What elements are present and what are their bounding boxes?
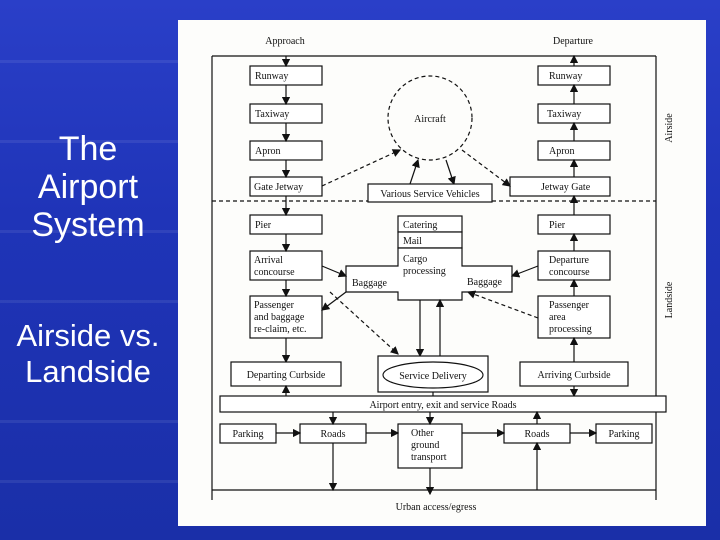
service-delivery-ellipse (382, 361, 484, 389)
title-line-1: The (58, 130, 118, 168)
roads-right-label: Roads (525, 429, 550, 440)
cargo-baggage-shape (345, 247, 513, 301)
airport-system-diagram: Approach Departure Airside Landside Runw… (178, 20, 706, 526)
diagram-svg: Approach Departure Airside Landside Runw… (211, 36, 675, 513)
service-delivery-label: Service Delivery (399, 371, 466, 382)
slide-title: The Airport System (0, 130, 176, 244)
arriving-curbside-label: Arriving Curbside (537, 370, 611, 381)
cargo-label-2: processing (403, 266, 446, 277)
approach-label: Approach (265, 36, 304, 47)
reclaim-box (249, 295, 323, 339)
departure-label: Departure (553, 36, 594, 47)
processing-to-baggage (466, 290, 539, 319)
reclaim-label-1: Passenger (254, 300, 295, 311)
arrival-label: Arrival (254, 255, 283, 266)
baggage-right-label: Baggage (467, 277, 503, 288)
right-pier-label: Pier (549, 220, 566, 231)
catering-label: Catering (403, 220, 437, 231)
subtitle-line-2: Landside (25, 354, 151, 389)
other-ground-label-3: transport (411, 452, 447, 463)
reclaim-label-2: and baggage (254, 312, 305, 323)
parking-right-label: Parking (608, 429, 639, 440)
service-vehicles-box (367, 183, 493, 203)
subtitle-line-1: Airside vs. (16, 318, 160, 353)
vehicles-to-aircraft (409, 158, 420, 185)
urban-label: Urban access/egress (396, 502, 477, 513)
left-apron-label: Apron (255, 146, 281, 157)
mail-label: Mail (403, 236, 422, 247)
roads-left-label: Roads (321, 429, 346, 440)
left-taxiway-label: Taxiway (255, 109, 289, 120)
aircraft-to-vehicles (445, 159, 456, 186)
right-runway-label: Runway (549, 71, 582, 82)
slide-subtitle: Airside vs. Landside (0, 318, 176, 390)
left-runway-label: Runway (255, 71, 288, 82)
reclaim-label-3: re-claim, etc. (254, 324, 306, 335)
jetway-to-aircraft (321, 149, 402, 187)
service-vehicles-label: Various Service Vehicles (380, 189, 479, 200)
departing-curbside-label: Departing Curbside (247, 370, 326, 381)
right-apron-label: Apron (549, 146, 575, 157)
roads-bar-label: Airport entry, exit and service Roads (369, 400, 516, 411)
arrival-to-baggage (321, 265, 348, 278)
departure-concourse-label: concourse (549, 267, 590, 278)
jetway-gate-label: Jetway Gate (541, 182, 591, 193)
left-pier-label: Pier (255, 220, 272, 231)
area-label-3: processing (549, 324, 592, 335)
area-label-2: area (549, 312, 566, 323)
landside-label: Landside (664, 281, 675, 318)
other-ground-label-1: Other (411, 428, 434, 439)
cargo-label-1: Cargo (403, 254, 427, 265)
arrival-concourse-box (249, 250, 323, 281)
roads-bar-box (219, 395, 667, 413)
right-taxiway-label: Taxiway (547, 109, 581, 120)
title-line-3: System (31, 206, 145, 244)
departure-c-label: Departure (549, 255, 590, 266)
aircraft-circle (387, 75, 473, 161)
airside-label: Airside (664, 113, 675, 143)
aircraft-label: Aircraft (414, 114, 446, 125)
gate-jetway-label: Gate Jetway (254, 182, 303, 193)
arrival-concourse-label: concourse (254, 267, 295, 278)
baggage-left-label: Baggage (352, 278, 388, 289)
parking-left-label: Parking (232, 429, 263, 440)
aircraft-to-jetway (461, 149, 511, 187)
baggage-to-reclaim (321, 291, 347, 311)
area-label-1: Passenger (549, 300, 590, 311)
departing-curbside-box (230, 361, 342, 387)
title-line-2: Airport (37, 168, 139, 206)
baggage-to-service (329, 291, 399, 355)
other-ground-label-2: ground (411, 440, 439, 451)
departure-to-baggage (510, 265, 539, 278)
